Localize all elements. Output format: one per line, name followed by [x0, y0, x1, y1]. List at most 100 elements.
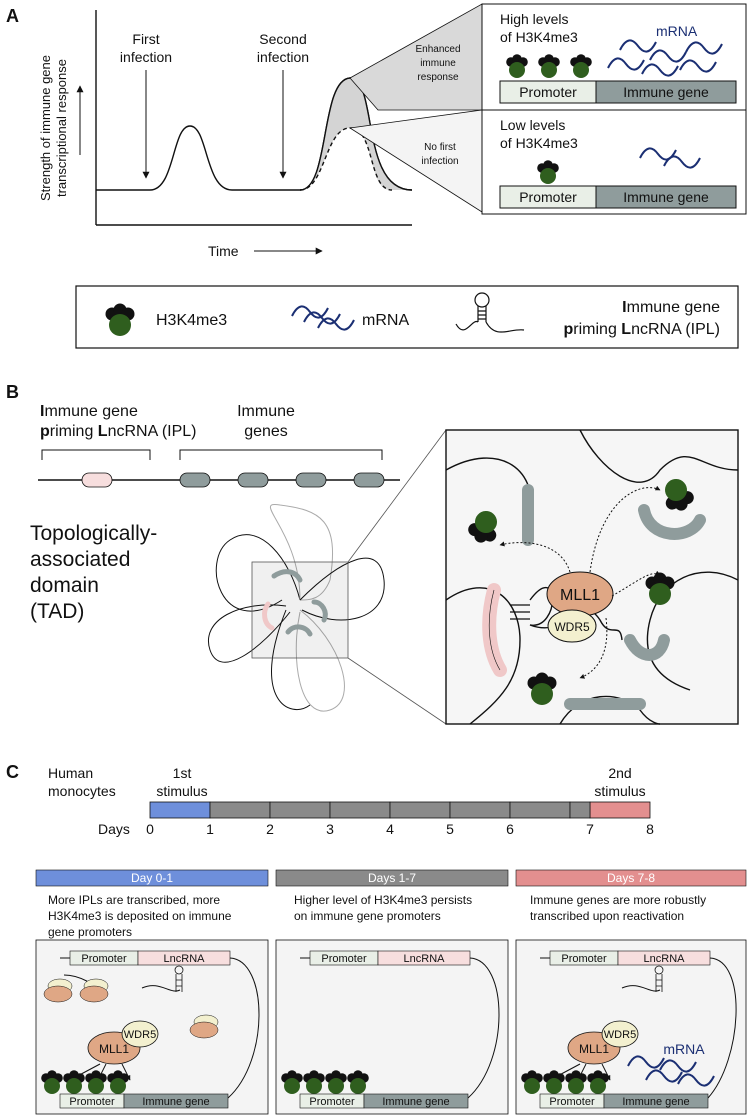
ipl-label-line2-bold1: p: [40, 423, 50, 440]
phase1-immune-gene-label: Immune gene: [142, 1096, 209, 1108]
enhanced-label-1: Enhanced: [415, 44, 460, 55]
timeline-day-7-fill: [569, 801, 591, 819]
phase2-promoter-label: Promoter: [321, 953, 367, 965]
zoom-panel: [445, 429, 739, 725]
immune-genes-bracket: [179, 449, 383, 460]
phase1-lncrna-label: LncRNA: [164, 953, 206, 965]
day-tick-3: 3: [326, 821, 334, 837]
phase3-lncrna-label: LncRNA: [644, 953, 686, 965]
day-tick-8: 8: [646, 821, 654, 837]
panel-a-letter: A: [6, 6, 19, 26]
low-levels-line2: of H3K4me3: [500, 135, 578, 151]
enhanced-label-2: immune: [420, 58, 456, 69]
immune-genes-label-1: Immune: [237, 403, 295, 420]
panel-b-letter: B: [6, 382, 19, 402]
stim2-line2: stimulus: [594, 783, 645, 799]
zoom-mll1-label: MLL1: [560, 587, 600, 604]
phase3-text-1: Immune genes are more robustly: [530, 893, 706, 907]
high-levels-line1: High levels: [500, 11, 568, 27]
tad-ipl: [262, 601, 275, 631]
legend-ipl-line2-rest2: ncRNA (IPL): [631, 321, 720, 338]
legend-mrna: mRNA: [362, 312, 409, 329]
phase2-header-bar: [275, 869, 509, 887]
panel-c: C Human monocytes 1st stimulus 2nd stimu…: [6, 762, 747, 1115]
immune-gene-label-high: Immune gene: [623, 84, 709, 100]
y-axis-label-line1: Strength of immune gene: [38, 55, 53, 201]
zoom-gene-3: [624, 634, 670, 661]
phase2-text-2: on immune gene promoters: [294, 909, 441, 923]
day-tick-4: 4: [386, 821, 394, 837]
first-infection-label-2: infection: [120, 49, 172, 65]
tad-label-2: associated: [30, 548, 130, 571]
no-first-label-1: No first: [424, 142, 456, 153]
ipl-label-line1-bold: I: [40, 403, 44, 420]
day-ticks: 0 1 2 3 4 5 6 7 8: [146, 821, 654, 837]
phase1-text-2: H3K4me3 is deposited on immune: [48, 909, 232, 923]
phase2-text-1: Higher level of H3K4me3 persists: [294, 893, 472, 907]
legend-ipl-line2-rest1: riming: [573, 321, 621, 338]
ipl-label-line2-rest1: riming: [50, 423, 98, 440]
day-tick-2: 2: [266, 821, 274, 837]
ipl-label-line2: priming LncRNA (IPL): [40, 423, 197, 440]
low-levels-line1: Low levels: [500, 117, 565, 133]
legend: H3K4me3 mRNA Immune gene priming LncRNA …: [75, 285, 739, 349]
phase2-lncrna-label: LncRNA: [404, 953, 446, 965]
h3k4me3-nucleosomes-high: [506, 54, 592, 78]
timeline-day-0-1: [149, 801, 211, 819]
legend-ipl-line2-bold1: p: [564, 321, 574, 338]
tad-label-1: Topologically-: [30, 522, 157, 545]
day-tick-7: 7: [586, 821, 594, 837]
zoom-gene-2: [638, 504, 706, 540]
phase3-gene-promoter-label: Promoter: [549, 1096, 595, 1108]
legend-h3k4me3: H3K4me3: [156, 312, 227, 329]
zoom-ipl-outline: [488, 589, 501, 671]
deposit-arrow-1: [499, 541, 571, 573]
zoom-line-bottom: [347, 657, 447, 725]
day-tick-6: 6: [506, 821, 514, 837]
deposit-arrow-4: [579, 617, 608, 679]
ipl-bracket: [41, 449, 151, 460]
timeline: [149, 801, 651, 819]
phase3-header-bar: [515, 869, 747, 887]
phase2-header: Days 1-7: [368, 871, 416, 885]
phase2-gene-promoter-label: Promoter: [309, 1096, 355, 1108]
legend-box: [75, 285, 739, 349]
phase3-mll1-label: MLL1: [579, 1042, 609, 1056]
phase1-text-1: More IPLs are transcribed, more: [48, 893, 220, 907]
no-first-label-2: infection: [421, 156, 458, 167]
zoom-line-top: [347, 429, 447, 563]
phase1-mll1-label: MLL1: [99, 1042, 129, 1056]
second-infection-label-1: Second: [259, 31, 306, 47]
ipl-label-line2-bold2: L: [98, 423, 108, 440]
phase1-text-3: gene promoters: [48, 925, 132, 939]
immune-gene-box-low: [595, 185, 737, 209]
phase1-header: Day 0-1: [131, 871, 173, 885]
immune-gene-locus-3: [295, 472, 327, 488]
zoom-wdr5-label: WDR5: [554, 620, 590, 634]
x-axis-label: Time: [208, 243, 239, 259]
zoom-stem: [510, 604, 530, 620]
phase3-wdr5-label: WDR5: [604, 1029, 636, 1041]
panel-b: B Immune gene priming LncRNA (IPL) Immun…: [6, 382, 739, 725]
panel-a: A Strength of immune gene transcriptiona…: [6, 3, 747, 259]
panel-c-letter: C: [6, 762, 19, 782]
days-label: Days: [98, 821, 130, 837]
immune-gene-locus-2: [237, 472, 269, 488]
promoter-label-high: Promoter: [519, 84, 577, 100]
immune-gene-locus-4: [353, 472, 385, 488]
cell-type-line2: monocytes: [48, 783, 116, 799]
phase3-immune-gene-label: Immune gene: [622, 1096, 689, 1108]
phase3-promoter-label: Promoter: [561, 953, 607, 965]
timeline-day-1-2: [209, 801, 271, 819]
timeline-day-5-6: [449, 801, 511, 819]
stim1-line2: stimulus: [156, 783, 207, 799]
phase2-box: [275, 939, 509, 1115]
stim1-line1: 1st: [173, 765, 192, 781]
low-callout-wedge: [348, 109, 483, 213]
y-axis-label-line2: transcriptional response: [54, 59, 69, 197]
ipl-label-line2-rest2: ncRNA (IPL): [108, 423, 197, 440]
timeline-day-2-3: [269, 801, 331, 819]
phase3-mrna-label: mRNA: [663, 1041, 705, 1057]
timeline-day-3-4: [329, 801, 391, 819]
